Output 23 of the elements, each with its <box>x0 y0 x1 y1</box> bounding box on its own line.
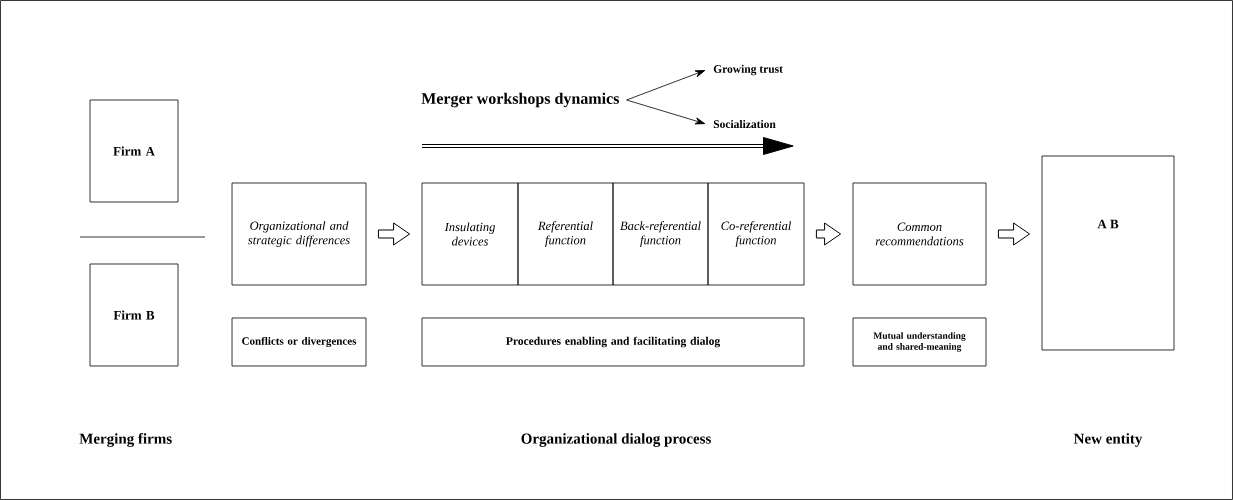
section-label: Organizational dialog process <box>521 433 711 447</box>
function-cell: Back-referential function <box>612 182 709 286</box>
function-cell: Insulating devices <box>421 182 519 286</box>
arrow <box>626 99 706 125</box>
process-box: Common recommendations <box>852 182 987 286</box>
effect-label: Growing trust <box>713 64 783 76</box>
firm-box: Firm A <box>89 99 179 203</box>
section-label: New entity <box>1073 433 1143 447</box>
outcome-box: Mutual understanding and shared-meaning <box>852 317 987 367</box>
effect-label: Socialization <box>713 119 776 129</box>
firm-box: Firm B <box>89 263 179 367</box>
heading-text: Merger workshops dynamics <box>421 92 620 108</box>
function-cell: Referential function <box>517 182 614 286</box>
section-label: Merging firms <box>79 433 172 447</box>
outcome-box: Procedures enabling and facilitating dialog <box>421 317 805 367</box>
function-cell: Co-referential function <box>707 182 805 286</box>
arrow <box>626 70 706 101</box>
block-arrow <box>815 222 842 246</box>
outcome-box: Conflicts or divergences <box>231 317 367 367</box>
block-arrow <box>377 222 411 246</box>
process-box: Organizational and strategic differences <box>231 182 367 286</box>
block-arrow <box>997 222 1031 246</box>
entity-box: A B <box>1041 155 1175 351</box>
